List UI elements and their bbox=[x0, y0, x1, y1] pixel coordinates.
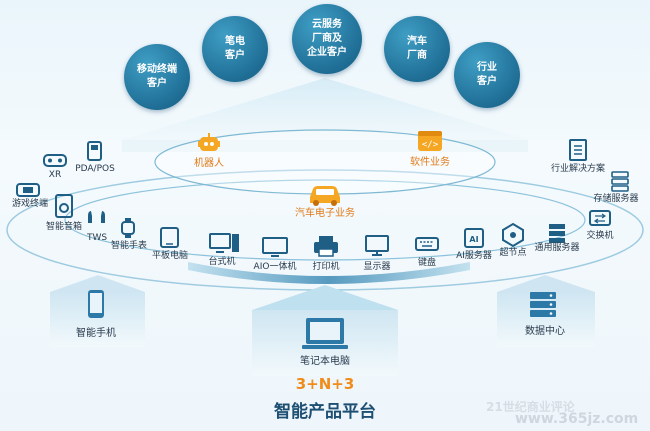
robot-label: 机器人 bbox=[194, 158, 224, 169]
switch-label: 交换机 bbox=[586, 231, 614, 241]
keyboard-icon bbox=[415, 237, 439, 251]
speaker-icon bbox=[55, 194, 73, 218]
middle-ring bbox=[64, 179, 586, 261]
monitor-label: 显示器 bbox=[363, 262, 391, 272]
general-server-label: 通用服务器 bbox=[534, 243, 580, 253]
bubble-auto: 汽车 厂商 bbox=[384, 16, 450, 82]
desktop-icon bbox=[209, 233, 239, 253]
smartphone-icon bbox=[88, 290, 104, 318]
super-node-label: 超节点 bbox=[499, 248, 527, 258]
datacenter-pillar-roof bbox=[497, 275, 595, 292]
industry-solution-icon bbox=[569, 139, 587, 161]
laptop-pillar-label: 笔记本电脑 bbox=[300, 356, 350, 367]
xr-label: XR bbox=[48, 170, 62, 180]
monitor-icon bbox=[365, 235, 389, 256]
storage-server-label: 存储服务器 bbox=[593, 194, 639, 204]
ai-chip-icon: AI bbox=[464, 228, 484, 248]
phone-pillar-roof bbox=[50, 275, 145, 292]
car-icon bbox=[310, 186, 340, 206]
pos-icon bbox=[87, 141, 102, 161]
printer-icon bbox=[314, 236, 338, 257]
general-server-icon bbox=[549, 224, 565, 243]
watermark-source: 21世纪商业评论 bbox=[486, 400, 575, 414]
printer-label: 打印机 bbox=[312, 262, 340, 272]
tws-label: TWS bbox=[86, 233, 108, 243]
svg-text:AI: AI bbox=[469, 235, 478, 244]
code-icon: </> bbox=[418, 131, 442, 151]
aio-icon bbox=[262, 237, 288, 257]
game-console-label: 游戏终端 bbox=[11, 199, 49, 209]
robot-icon bbox=[198, 133, 220, 151]
desktop-label: 台式机 bbox=[208, 257, 236, 267]
aio-label: AIO一体机 bbox=[253, 262, 297, 272]
switch-icon bbox=[589, 210, 611, 226]
svg-text:</>: </> bbox=[422, 140, 439, 150]
laptop-pillar-roof bbox=[252, 285, 398, 310]
laptop-icon bbox=[302, 318, 348, 349]
xr-icon bbox=[43, 154, 67, 167]
smart-watch-label: 智能手表 bbox=[110, 241, 148, 251]
datacenter-pillar-label: 数据中心 bbox=[525, 326, 565, 337]
earbuds-icon bbox=[88, 211, 105, 223]
ai-server-label: AI服务器 bbox=[456, 251, 492, 261]
roof-shape bbox=[122, 78, 528, 140]
game-console-icon bbox=[16, 183, 40, 197]
software-label: 软件业务 bbox=[410, 157, 450, 168]
watermark-site: www.365jz.com bbox=[515, 411, 639, 427]
phone-pillar-label: 智能手机 bbox=[76, 328, 116, 339]
datacenter-pillar bbox=[497, 292, 595, 347]
bubble-industry: 行业 客户 bbox=[454, 42, 520, 108]
industry-solution-label: 行业解决方案 bbox=[550, 164, 606, 174]
bubble-mobile-terminal: 移动终端 客户 bbox=[124, 44, 190, 110]
bubble-cloud: 云服务 厂商及 企业客户 bbox=[292, 4, 362, 74]
watch-icon bbox=[121, 218, 135, 238]
platform-title: 智能产品平台 bbox=[274, 402, 376, 422]
storage-server-icon bbox=[611, 171, 629, 192]
auto-electronics-label: 汽车电子业务 bbox=[295, 208, 355, 219]
datacenter-icon bbox=[530, 292, 556, 317]
smart-speaker-label: 智能音箱 bbox=[45, 222, 83, 232]
bubble-notebook: 笔电 客户 bbox=[202, 16, 268, 82]
keyboard-label: 键盘 bbox=[417, 258, 437, 268]
formula: 3+N+3 bbox=[295, 375, 355, 393]
pc-band bbox=[188, 262, 470, 284]
tablet-icon bbox=[160, 227, 179, 248]
tablet-label: 平板电脑 bbox=[151, 251, 189, 261]
pda-pos-label: PDA/POS bbox=[75, 164, 115, 174]
super-node-icon bbox=[502, 222, 524, 248]
